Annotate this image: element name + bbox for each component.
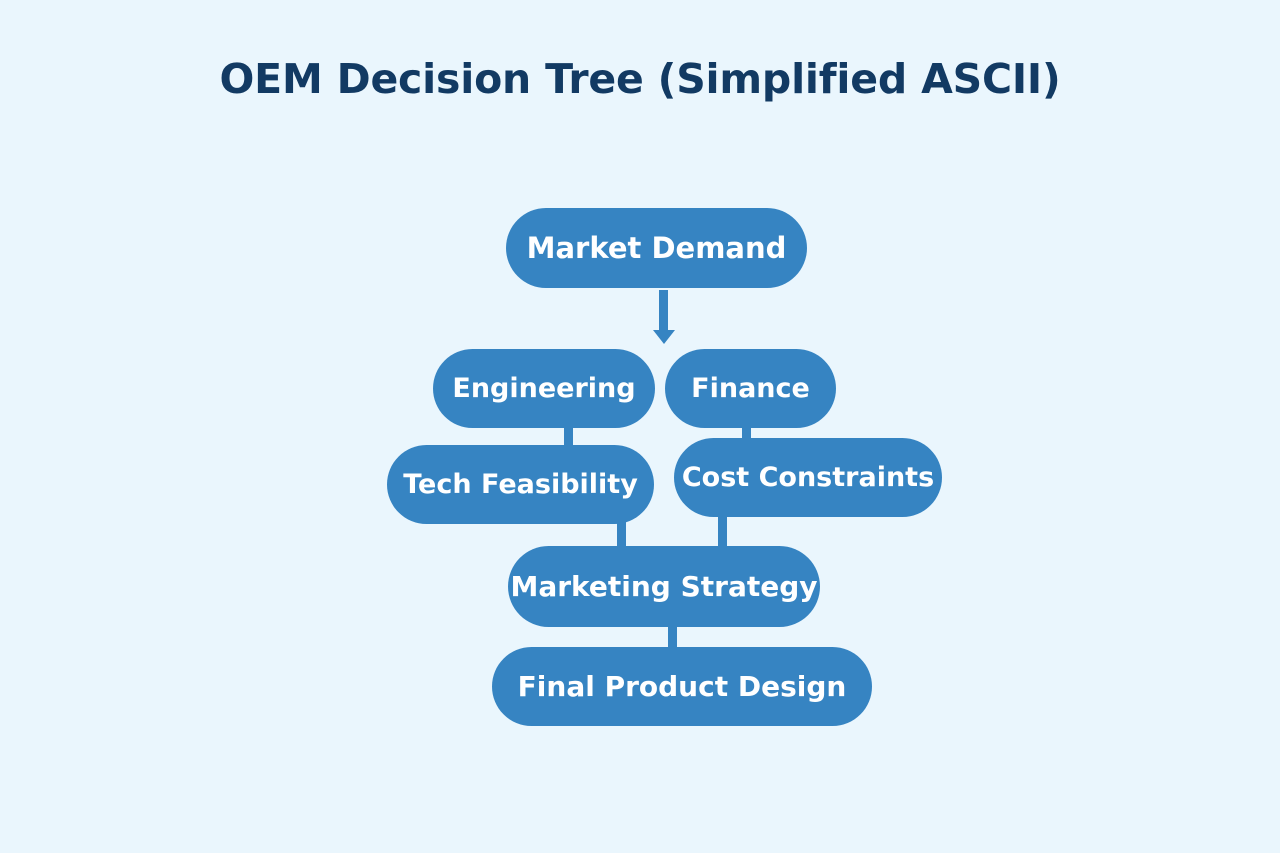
node-final-product-design[interactable]: Final Product Design (492, 647, 872, 726)
node-tech-feasibility[interactable]: Tech Feasibility (387, 445, 654, 524)
node-market-demand[interactable]: Market Demand (506, 208, 807, 288)
node-engineering[interactable]: Engineering (433, 349, 655, 428)
connector-marketing-to-final-product (668, 620, 677, 654)
node-marketing-strategy[interactable]: Marketing Strategy (508, 546, 820, 627)
node-label: Engineering (452, 373, 636, 404)
node-label: Marketing Strategy (510, 569, 818, 603)
connector-finance-to-cost-constraints (742, 420, 751, 446)
node-label: Final Product Design (517, 669, 847, 703)
connector-engineering-to-tech-feasibility (564, 420, 573, 452)
arrow-shaft-market-demand-to-branches (659, 290, 668, 330)
arrow-head-icon (653, 330, 675, 344)
node-finance[interactable]: Finance (665, 349, 836, 428)
node-label: Finance (691, 373, 810, 404)
connector-tech-feasibility-to-marketing (617, 518, 626, 554)
connector-cost-constraints-to-marketing (718, 512, 727, 554)
page-title: OEM Decision Tree (Simplified ASCII) (219, 55, 1061, 103)
node-label: Tech Feasibility (403, 469, 638, 500)
node-label: Cost Constraints (681, 462, 935, 493)
node-label: Market Demand (526, 230, 787, 265)
node-cost-constraints[interactable]: Cost Constraints (674, 438, 942, 517)
